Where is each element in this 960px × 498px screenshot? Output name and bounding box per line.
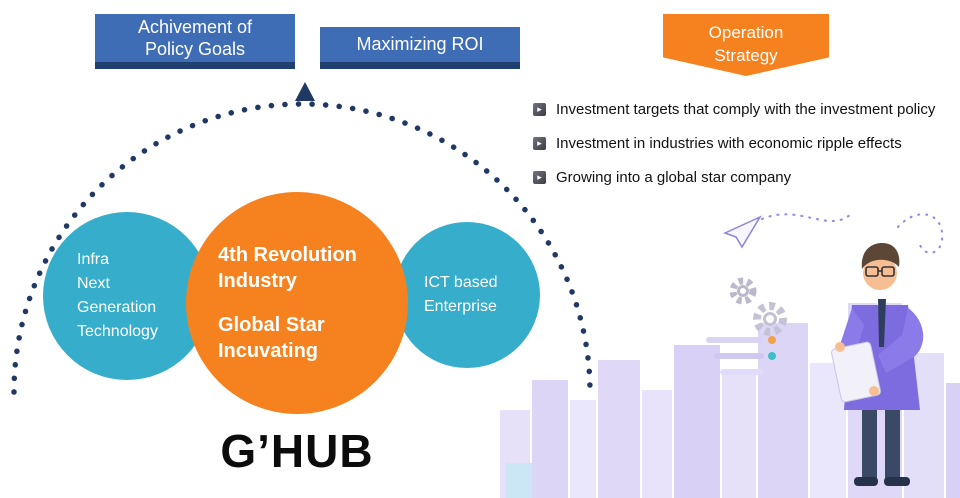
- bullet-item: ▸ Investment in industries with economic…: [533, 135, 935, 152]
- circle-ict-line: ICT based: [424, 274, 498, 291]
- gear-icon: [753, 302, 787, 336]
- gear-icon: [729, 277, 757, 305]
- circle-infra-line: Generation: [77, 299, 157, 316]
- bullet-text: Investment in industries with economic r…: [556, 135, 902, 152]
- circle-center-line: 4th Revolution: [218, 244, 357, 266]
- circle-infra-line: Infra: [77, 251, 110, 268]
- illustration-businessman: [500, 211, 960, 498]
- banner-policy-line2: Policy Goals: [144, 39, 246, 59]
- arrow-bullet-icon: ▸: [533, 103, 546, 116]
- dotted-swirl-decoration: [897, 213, 944, 254]
- banner-maximizing-roi: Maximizing ROI: [320, 27, 520, 69]
- circle-infra-line: Next: [77, 275, 110, 292]
- banner-policy-goals-label: Achivement of Policy Goals: [138, 16, 252, 61]
- paper-plane-icon: [723, 211, 854, 249]
- circle-center-line: Global Star: [218, 314, 325, 336]
- bullet-item: ▸ Growing into a global star company: [533, 169, 935, 186]
- banner-policy-goals: Achivement of Policy Goals: [95, 14, 295, 69]
- dotted-arc-path: [11, 101, 593, 395]
- businessman-illustration: [831, 243, 924, 486]
- bullet-text: Investment targets that comply with the …: [556, 101, 936, 118]
- brand-title: G’HUB: [220, 425, 374, 477]
- circle-center-gap: [218, 294, 408, 312]
- circle-center-line: Industry: [218, 270, 297, 292]
- arrow-bullet-icon: ▸: [533, 137, 546, 150]
- banner-roi-label: Maximizing ROI: [356, 34, 484, 54]
- ribbon-line1: Operation: [708, 23, 784, 42]
- bullet-item: ▸ Investment targets that comply with th…: [533, 101, 935, 118]
- arrow-bullet-icon: ▸: [533, 171, 546, 184]
- circle-center-line: Incuvating: [218, 340, 319, 362]
- circle-infra-line: Technology: [77, 323, 158, 340]
- arc-arrow-up-icon: [295, 82, 315, 101]
- ribbon-line2: Strategy: [714, 45, 778, 65]
- circle-infra-technology: Infra Next Generation Technology: [43, 212, 211, 380]
- strategy-bullet-list: ▸ Investment targets that comply with th…: [533, 101, 935, 203]
- bullet-text: Growing into a global star company: [556, 169, 792, 186]
- circle-4th-revolution: 4th Revolution Industry Global Star Incu…: [186, 192, 408, 414]
- circle-ict-enterprise: ICT based Enterprise: [394, 222, 540, 368]
- banner-policy-line1: Achivement of: [137, 16, 253, 37]
- checklist-decoration: [706, 336, 776, 375]
- circle-ict-line: Enterprise: [424, 298, 497, 315]
